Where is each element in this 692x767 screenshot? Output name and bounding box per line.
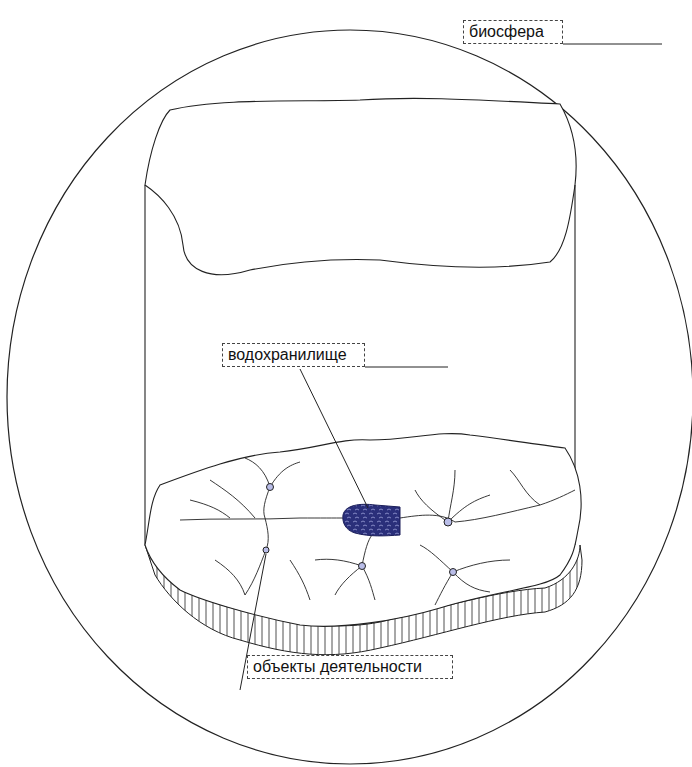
reservoir [343,504,400,536]
label-box: водохранилище [222,343,365,367]
leader-lines [240,44,662,690]
label-text: биосфера [469,22,557,42]
label-text: водохранилище [228,345,359,365]
label-text: объекты деятельности [253,657,447,677]
river-network [180,458,575,605]
land-surface [145,434,581,627]
cylinder-top [145,98,576,274]
biosphere-circle [7,30,692,764]
cylinder-side [144,185,145,545]
label-box: биосфера [463,20,563,44]
label-box: объекты деятельности [247,655,453,679]
activity-objects [263,484,457,576]
